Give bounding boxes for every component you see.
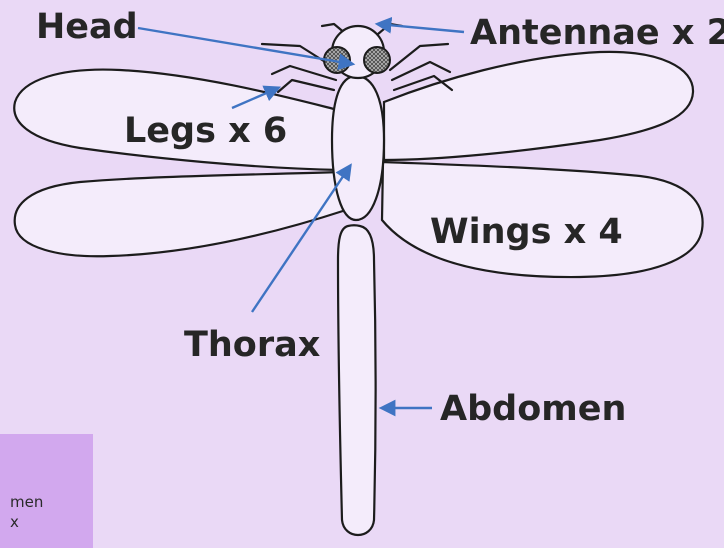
leg-left-rear <box>278 80 334 92</box>
antennae-arrow <box>378 24 464 32</box>
label-thorax: Thorax <box>184 325 321 365</box>
abdomen-body <box>338 225 376 535</box>
left-hind-wing <box>15 172 346 256</box>
label-antennae: Antennae x 2 <box>470 13 724 53</box>
thorax-body <box>332 76 384 220</box>
label-wings: Wings x 4 <box>430 212 623 252</box>
leg-right-middle <box>392 62 450 80</box>
head <box>324 26 390 78</box>
corner-box-line-1: men <box>10 493 43 511</box>
corner-box: men x <box>0 434 93 548</box>
corner-box-line-2: x <box>10 513 19 531</box>
label-head: Head <box>36 7 138 47</box>
right-fore-wing <box>384 52 693 160</box>
right-compound-eye <box>364 47 390 73</box>
label-abdomen: Abdomen <box>440 389 626 429</box>
head-arrow <box>138 28 352 64</box>
label-legs: Legs x 6 <box>124 111 287 151</box>
